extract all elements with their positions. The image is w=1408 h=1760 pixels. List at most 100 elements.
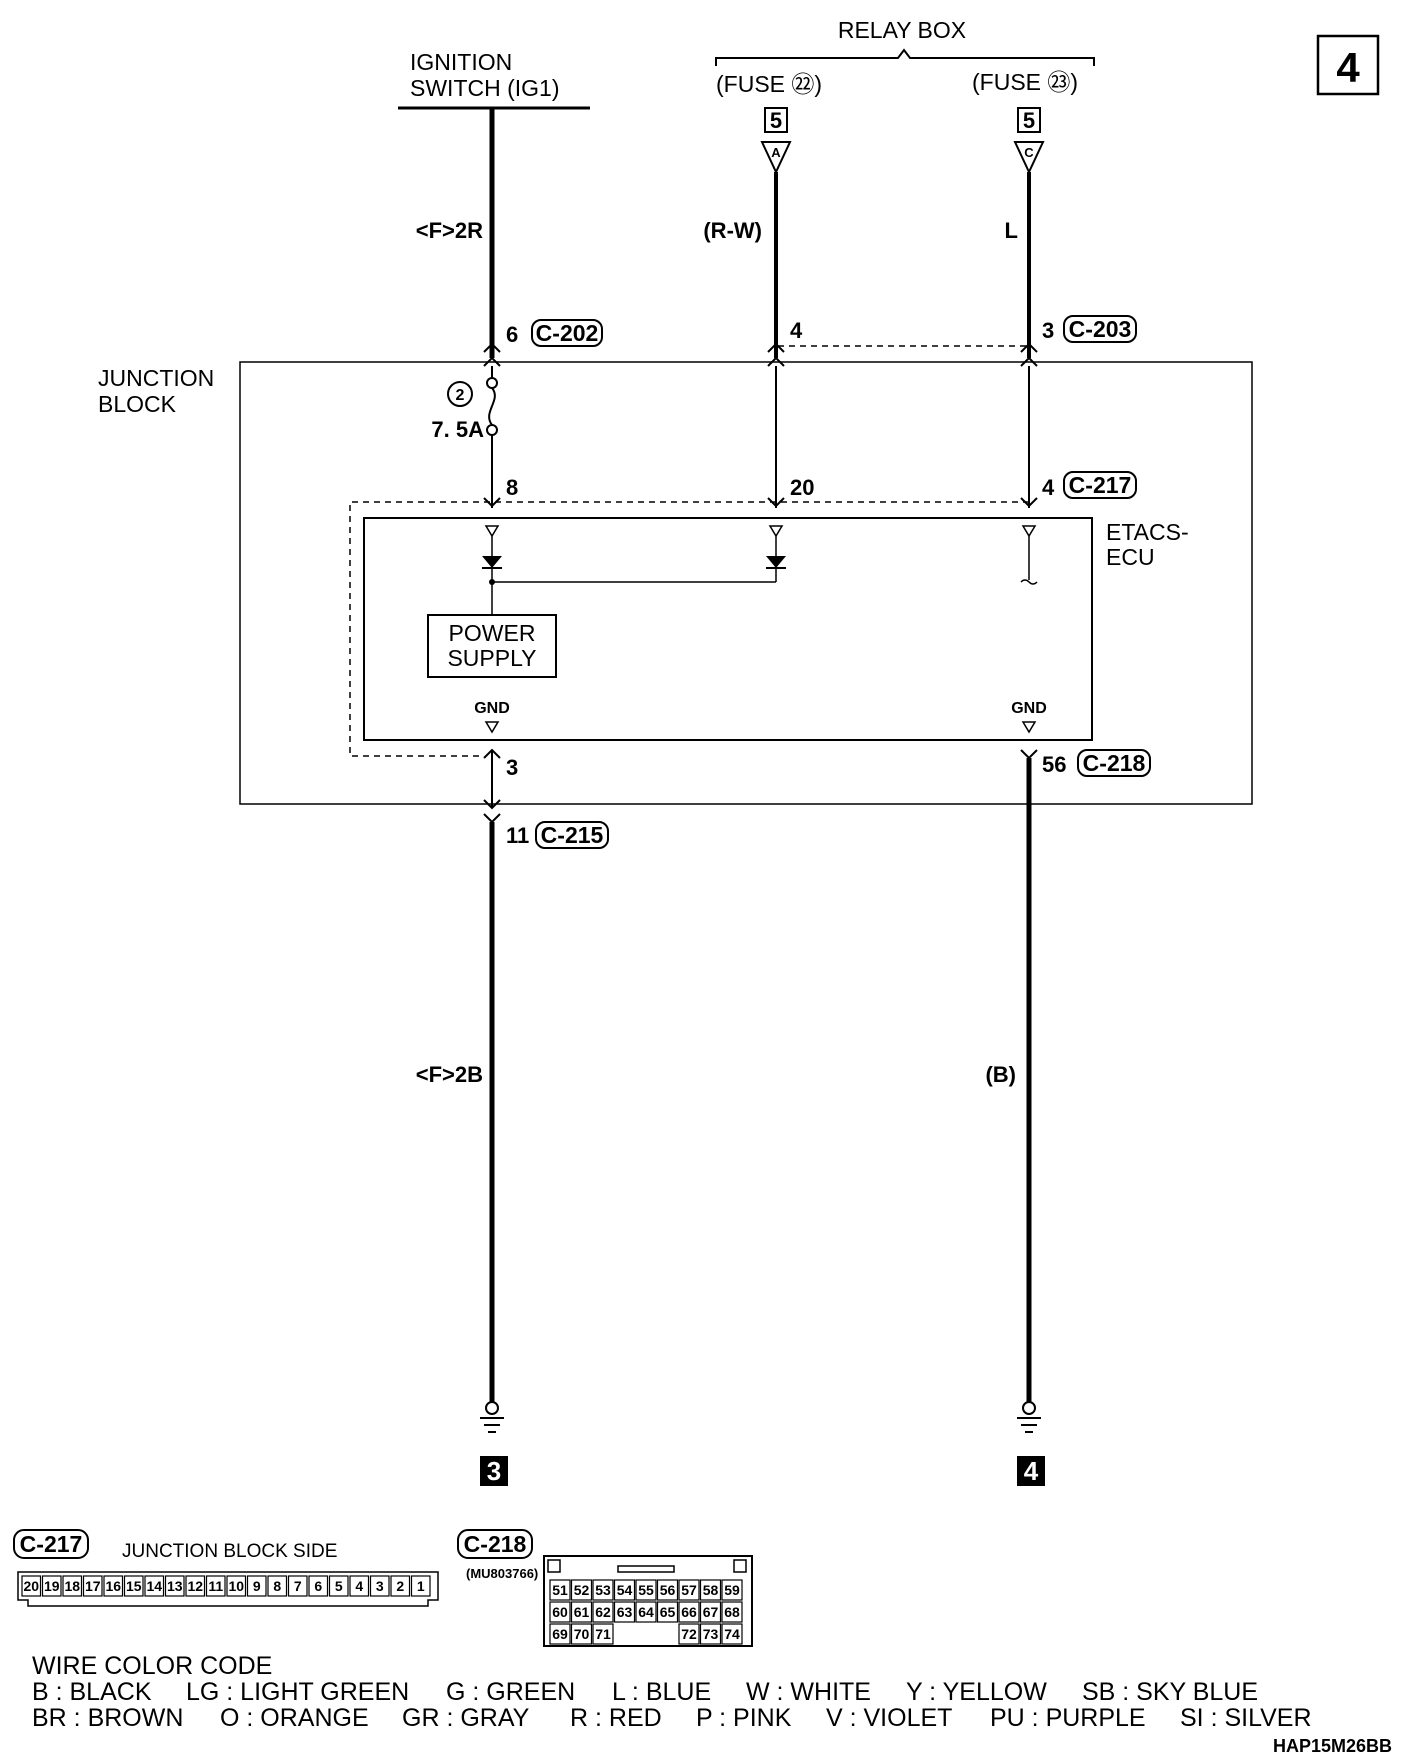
c218-pin-label: 71 bbox=[595, 1626, 611, 1642]
fuse-link bbox=[488, 387, 496, 426]
c217-pin-cell bbox=[328, 1575, 349, 1597]
connector-c218: C-218 bbox=[1083, 750, 1146, 776]
c218-pin-cell bbox=[678, 1623, 700, 1645]
junction-block-label-2: BLOCK bbox=[98, 391, 177, 417]
connector-c215-badge bbox=[535, 821, 609, 849]
wire-color-entry: W : WHITE bbox=[746, 1678, 871, 1706]
c218-pin-label: 59 bbox=[724, 1582, 740, 1598]
c218-pin-label: 67 bbox=[703, 1604, 719, 1620]
c218-pin-label: 69 bbox=[552, 1626, 568, 1642]
fuse23-connector-no: 5 bbox=[1023, 108, 1035, 133]
c217-pin-label: 1 bbox=[417, 1578, 425, 1594]
c218-pin-label: 70 bbox=[574, 1626, 590, 1642]
etacs-terminal-right bbox=[1021, 525, 1037, 538]
etacs-dashed-enclosure bbox=[349, 501, 1029, 757]
c218-pin-cell bbox=[549, 1579, 571, 1601]
c218-detail-badge bbox=[457, 1529, 533, 1559]
c217-pin-label: 7 bbox=[294, 1578, 302, 1594]
c217-connector-outline bbox=[17, 1571, 439, 1607]
wire-color-entry: V : VIOLET bbox=[826, 1704, 952, 1732]
c217-pin-cell bbox=[62, 1575, 83, 1597]
c217-pin-cell bbox=[390, 1575, 411, 1597]
fuse22-terminal: A bbox=[771, 145, 781, 160]
ground-terminal-left bbox=[485, 1401, 499, 1415]
c217-pin-label: 20 bbox=[23, 1578, 39, 1594]
c218-pin-label: 54 bbox=[617, 1582, 633, 1598]
pin-c203-3: 3 bbox=[1042, 318, 1054, 343]
c217-pin-label: 18 bbox=[64, 1578, 80, 1594]
ground-point-left: 3 bbox=[487, 1456, 501, 1486]
c217-pin-label: 8 bbox=[273, 1578, 281, 1594]
etacs-terminal-middle bbox=[768, 525, 784, 538]
fuse-number-circle bbox=[447, 381, 473, 407]
c218-pin-cell bbox=[721, 1601, 743, 1623]
connector-mark-fuse23 bbox=[1020, 342, 1038, 367]
c217-pin-cell bbox=[369, 1575, 390, 1597]
etacs-ecu-box bbox=[363, 517, 1093, 741]
c217-pin-label: 2 bbox=[396, 1578, 404, 1594]
c218-pin-label: 60 bbox=[552, 1604, 568, 1620]
c217-pin-label: 3 bbox=[376, 1578, 384, 1594]
gnd-terminal-right bbox=[1021, 721, 1037, 734]
c218-pin-cell bbox=[613, 1579, 636, 1601]
wire-color-entry: P : PINK bbox=[696, 1704, 792, 1732]
ignition-switch-label-1: IGNITION bbox=[410, 49, 512, 75]
ground-point-right-badge bbox=[1017, 1456, 1045, 1486]
c218-pin-cell bbox=[592, 1623, 614, 1645]
ground-terminal-right bbox=[1022, 1401, 1036, 1415]
connector-c217-badge bbox=[1063, 471, 1137, 499]
wire-label-fuse23: L bbox=[1005, 218, 1018, 243]
connector-mark-fuse22 bbox=[767, 342, 785, 367]
c218-pin-cell bbox=[613, 1601, 636, 1623]
fuse23-label: (FUSE ㉓) bbox=[972, 69, 1078, 95]
pin-3: 3 bbox=[506, 755, 518, 780]
page-number-box bbox=[1316, 34, 1380, 96]
ground-point-left-badge bbox=[480, 1456, 508, 1486]
wire-color-entry: SI : SILVER bbox=[1180, 1704, 1312, 1732]
c218-pin-cell bbox=[699, 1623, 722, 1645]
connector-mark-c202 bbox=[483, 342, 501, 367]
c218-pin-label: 55 bbox=[638, 1582, 654, 1598]
c217-pin-label: 13 bbox=[167, 1578, 183, 1594]
c218-pin-cell bbox=[678, 1579, 700, 1601]
chevron-pin4 bbox=[1020, 497, 1038, 508]
c218-pin-label: 51 bbox=[552, 1582, 568, 1598]
pin-c203-4: 4 bbox=[790, 318, 803, 343]
c217-pin-cell bbox=[287, 1575, 308, 1597]
wire-color-entry: B : BLACK bbox=[32, 1678, 152, 1706]
wire-color-entry: L : BLUE bbox=[612, 1678, 711, 1706]
connector-c218-badge bbox=[1077, 749, 1151, 777]
c218-pin-label: 73 bbox=[703, 1626, 719, 1642]
c218-pin-label: 61 bbox=[574, 1604, 590, 1620]
fuse22-terminal-icon bbox=[760, 141, 792, 175]
c218-pin-cell bbox=[656, 1579, 679, 1601]
c217-pin-label: 11 bbox=[208, 1578, 223, 1594]
c217-pin-label: 16 bbox=[105, 1578, 121, 1594]
gnd-label-right: GND bbox=[1011, 700, 1047, 717]
diode-left-icon bbox=[482, 556, 502, 568]
wire-color-entry: O : ORANGE bbox=[220, 1704, 369, 1732]
c218-connector-outline bbox=[543, 1555, 753, 1647]
ignition-switch-label-2: SWITCH (IG1) bbox=[410, 75, 560, 101]
c218-pin-label: 57 bbox=[681, 1582, 697, 1598]
c218-detail-name: C-218 bbox=[464, 1531, 527, 1557]
c217-pin-cell bbox=[82, 1575, 103, 1597]
c218-pin-label: 62 bbox=[595, 1604, 611, 1620]
c218-pin-cell bbox=[699, 1579, 722, 1601]
c218-pin-cell bbox=[570, 1623, 593, 1645]
chevron-pin20 bbox=[767, 497, 785, 508]
c217-pin-label: 9 bbox=[253, 1578, 261, 1594]
fuse22-connector-box bbox=[764, 107, 788, 133]
page-number: 4 bbox=[1336, 44, 1360, 91]
connector-mark-pin56 bbox=[1020, 749, 1038, 760]
wire-label-ignition: <F>2R bbox=[416, 218, 483, 243]
c218-latch-right bbox=[733, 1559, 747, 1573]
wire-color-entry: PU : PURPLE bbox=[990, 1704, 1146, 1732]
pin-8: 8 bbox=[506, 475, 518, 500]
c217-pin-cell bbox=[410, 1575, 431, 1597]
power-supply-label-1: POWER bbox=[449, 620, 536, 646]
connector-c202-badge bbox=[531, 319, 603, 347]
pin-c202: 6 bbox=[506, 322, 518, 347]
